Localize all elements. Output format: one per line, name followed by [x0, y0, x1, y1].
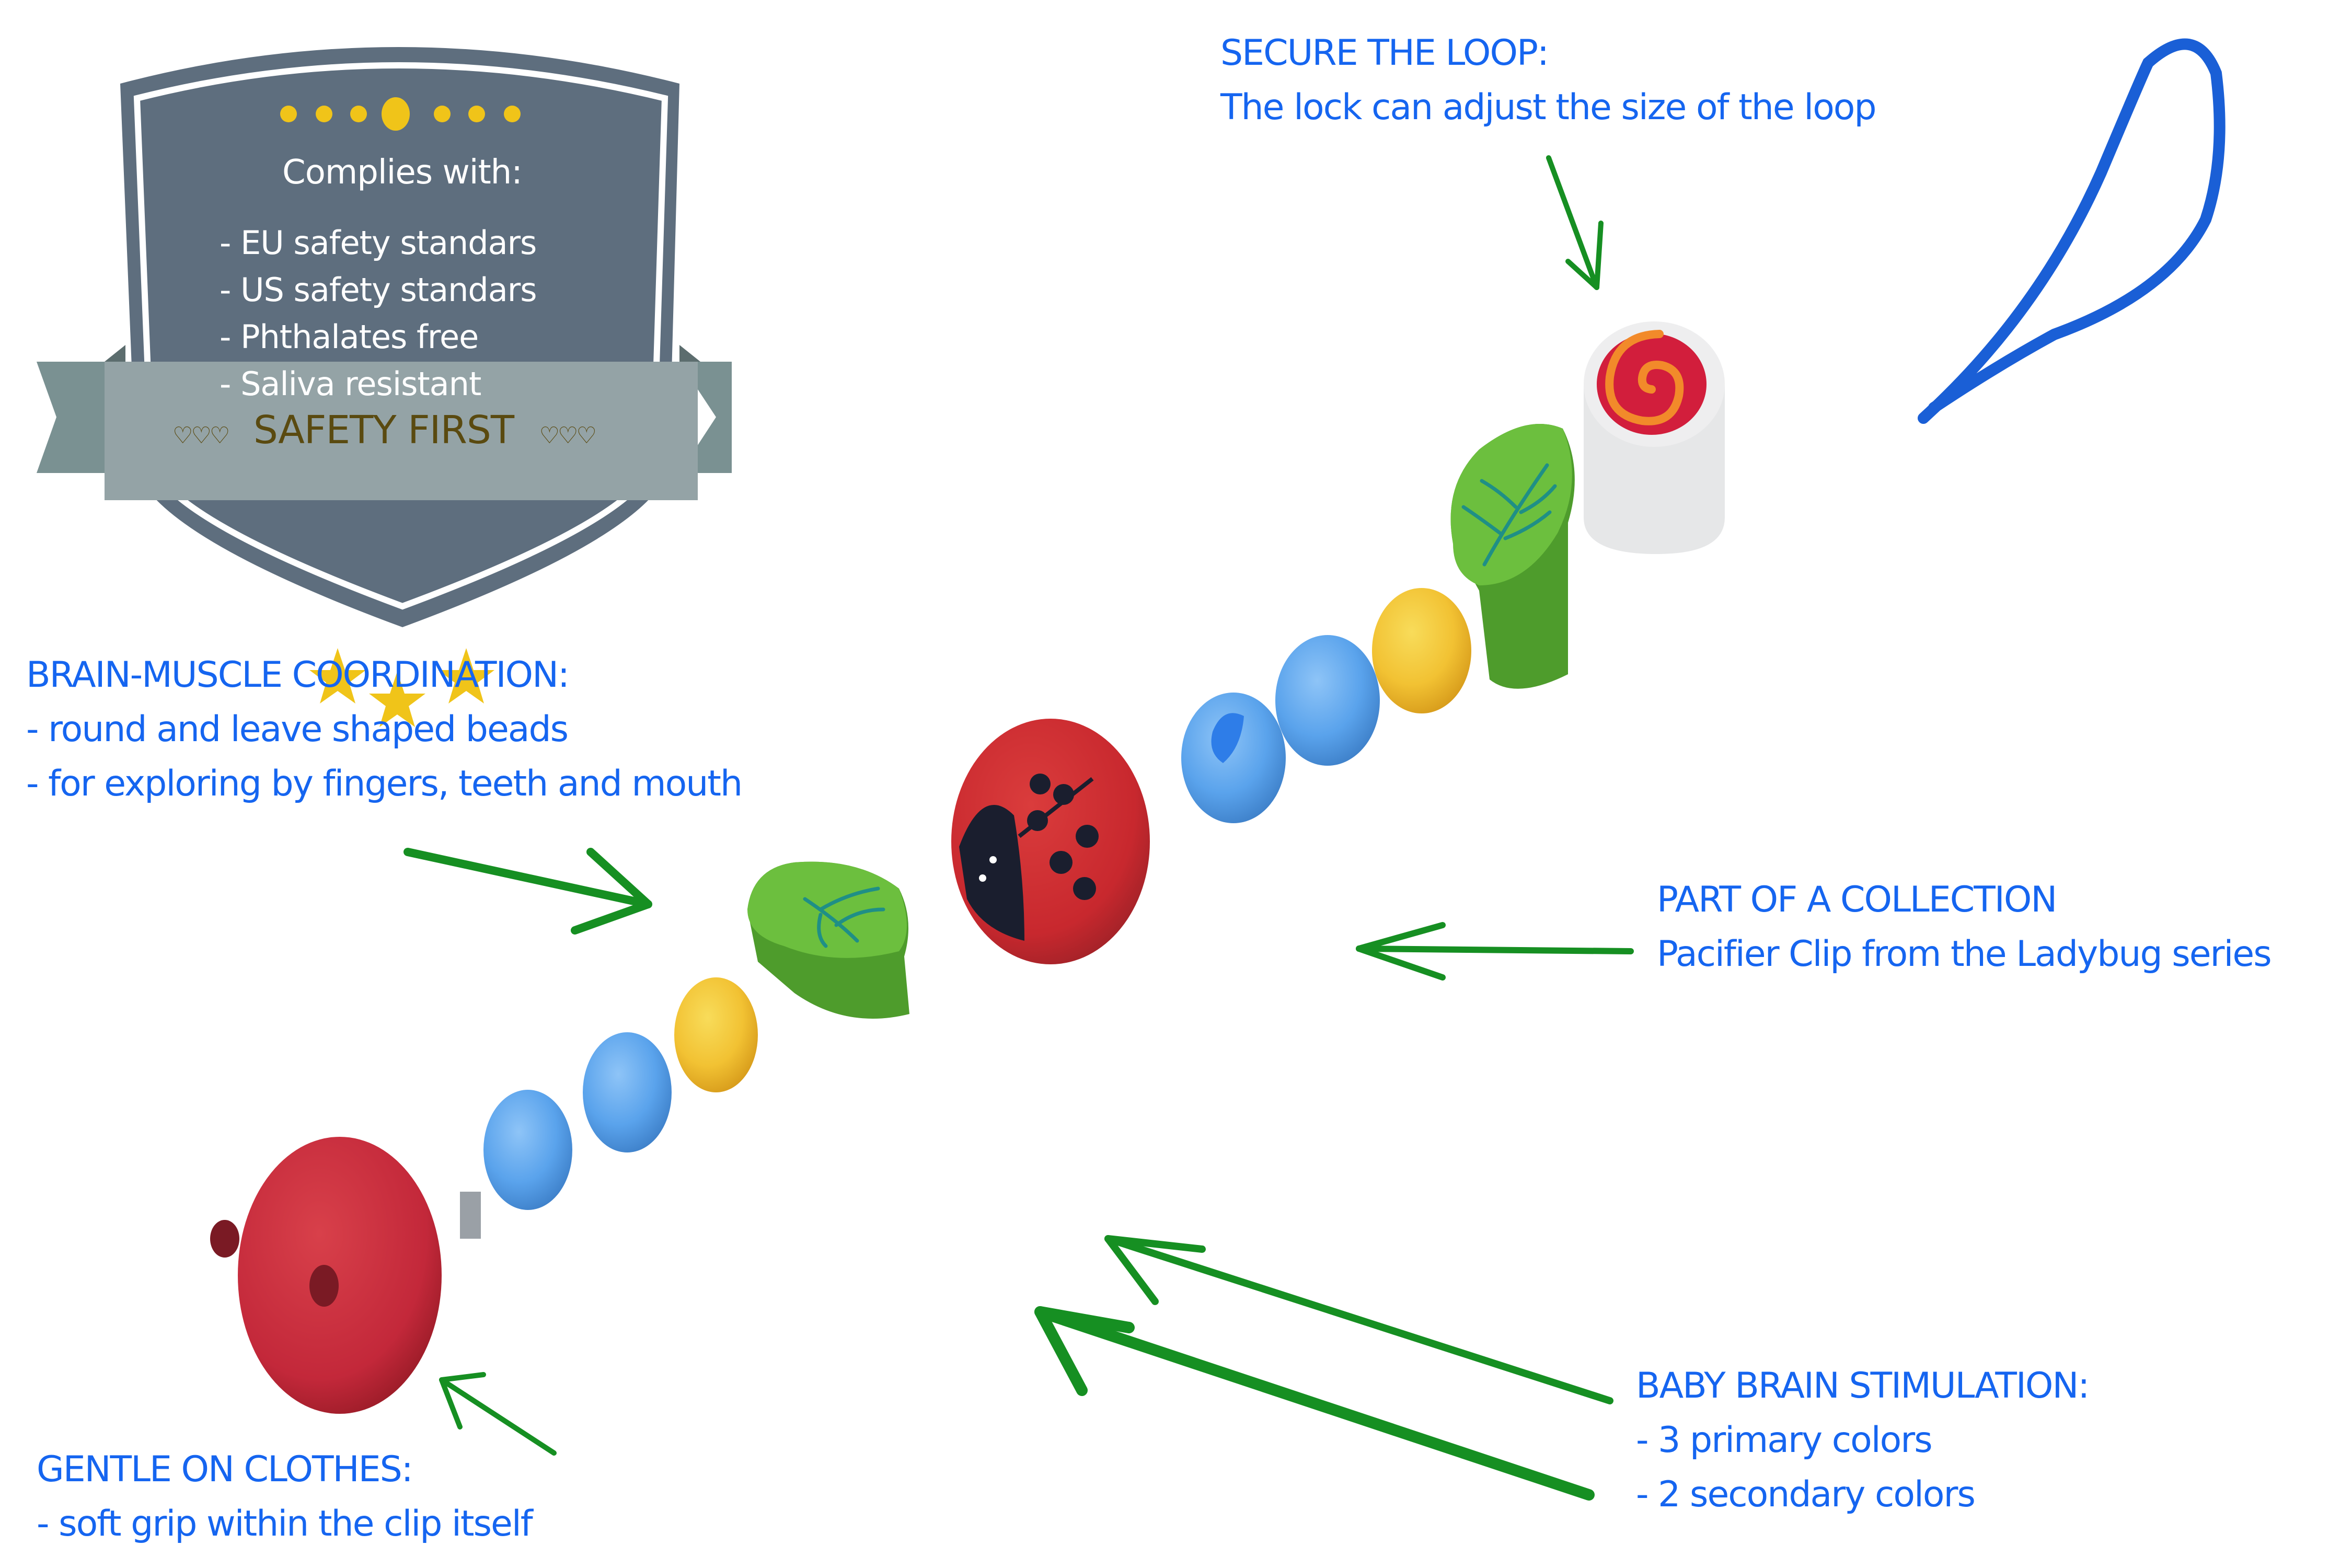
hearts-icon: ♡♡♡	[539, 422, 597, 449]
clip-hole	[309, 1265, 339, 1307]
star-icon	[438, 648, 494, 704]
badge-item: - EU safety standars	[220, 224, 537, 262]
dot	[280, 106, 297, 122]
yellow-bead	[1372, 588, 1471, 713]
bead-heart-mark	[1211, 713, 1244, 763]
annotation-line: - round and leave shaped beads	[26, 709, 569, 750]
annotation-gentle: GENTLE ON CLOTHES: - soft grip within th…	[37, 1443, 533, 1551]
annotation-collection: PART OF A COLLECTION Pacifier Clip from …	[1657, 873, 2272, 982]
badge-item: - Saliva resistant	[220, 365, 481, 403]
safety-first-label: SAFETY FIRST	[253, 408, 514, 453]
annotation-title: BRAIN-MUSCLE COORDINATION:	[26, 654, 570, 696]
dot	[350, 106, 367, 122]
ribbon-banner	[105, 362, 698, 500]
annotation-title: PART OF A COLLECTION	[1657, 879, 2057, 920]
arrow-gentle	[439, 1372, 557, 1456]
hearts-icon: ♡♡♡	[172, 422, 230, 449]
ribbon-right-tail	[679, 362, 732, 473]
annotation-line: - 2 secondary colors	[1636, 1474, 1976, 1515]
annotation-line: The lock can adjust the size of the loop	[1220, 87, 1877, 128]
badge-item: - US safety standars	[220, 271, 537, 309]
leaf-vein-icon	[1461, 463, 1557, 567]
star-icon	[369, 672, 425, 727]
arrow-stimulation-lower	[1034, 1306, 1595, 1501]
annotation-secure-loop: SECURE THE LOOP: The lock can adjust the…	[1220, 26, 1877, 135]
ladybug-head	[959, 805, 1024, 941]
banner-row: ♡♡♡ SAFETY FIRST ♡♡♡	[172, 408, 597, 453]
dot	[468, 106, 485, 122]
loop-lock	[1584, 321, 1725, 554]
stars-row	[309, 648, 494, 727]
ribbon-left-tail	[37, 362, 125, 473]
clip-hinge	[460, 1192, 481, 1239]
shield-outline	[133, 62, 668, 610]
arrow-stimulation-upper	[1104, 1235, 1613, 1404]
swirl-icon	[1605, 330, 1684, 425]
dot	[504, 106, 521, 122]
leaf-vein-icon	[803, 886, 885, 948]
badge-item: - Phthalates free	[220, 318, 479, 356]
yellow-bead	[674, 977, 758, 1092]
clip	[210, 1137, 442, 1414]
annotation-brain-muscle: BRAIN-MUSCLE COORDINATION: - round and l…	[26, 648, 743, 811]
dot-large	[382, 97, 410, 131]
ladybug-bead	[951, 719, 1150, 964]
annotation-line: - soft grip within the clip itself	[37, 1503, 533, 1544]
star-icon	[309, 648, 366, 704]
arrow-secure-loop	[1546, 155, 1604, 290]
leaf-bead	[1450, 424, 1575, 689]
dots-row	[280, 97, 521, 131]
annotation-title: BABY BRAIN STIMULATION:	[1636, 1365, 2090, 1406]
annotation-line: - 3 primary colors	[1636, 1420, 1933, 1461]
annotation-brain-stimulation: BABY BRAIN STIMULATION: - 3 primary colo…	[1636, 1359, 2090, 1522]
ribbon-fold-left	[105, 345, 125, 362]
blue-bead	[1181, 693, 1286, 823]
badge-heading: Complies with:	[282, 153, 523, 192]
clip-hole	[210, 1220, 239, 1258]
leaf-bead	[747, 861, 909, 1019]
arrow-brain-muscle	[403, 848, 652, 935]
dot	[316, 106, 332, 122]
annotation-line: Pacifier Clip from the Ladybug series	[1657, 933, 2272, 975]
blue-bead	[583, 1032, 672, 1152]
annotation-line: - for exploring by fingers, teeth and mo…	[26, 763, 743, 804]
annotation-title: GENTLE ON CLOTHES:	[37, 1449, 413, 1490]
annotation-title: SECURE THE LOOP:	[1220, 32, 1549, 74]
blue-bead	[1275, 635, 1380, 766]
blue-bead	[483, 1090, 572, 1210]
cord-loop	[1918, 38, 2226, 424]
ribbon-fold-right	[679, 345, 700, 362]
arrow-collection	[1356, 922, 1634, 981]
dot	[434, 106, 451, 122]
